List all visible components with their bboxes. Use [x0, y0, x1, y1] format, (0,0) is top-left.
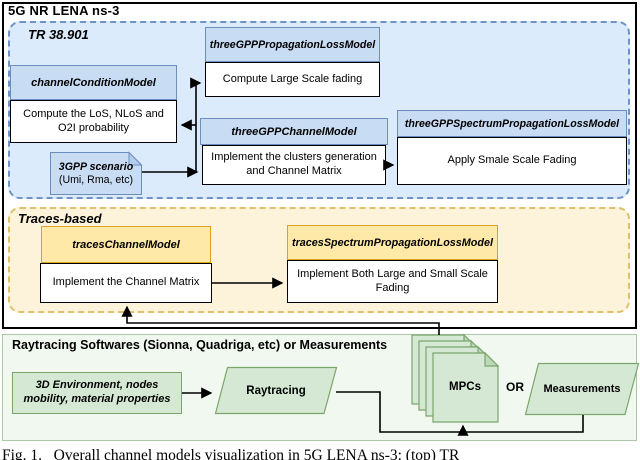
tr38901-title: TR 38.901: [28, 27, 89, 42]
channel-condition-model-header: channelConditionModel: [10, 65, 177, 100]
traces-channel-model-body: Implement the Channel Matrix: [40, 263, 212, 303]
threegpp-propagation-loss-body: Compute Large Scale fading: [205, 62, 380, 97]
mpcs-label: MPCs: [449, 381, 481, 393]
figure-title: 5G NR LENA ns-3: [8, 3, 120, 18]
raytracing-section-title: Raytracing Softwares (Sionna, Quadriga, …: [12, 338, 388, 352]
threegpp-spectrum-loss-body: Apply Smale Scale Fading: [397, 137, 627, 185]
environment-box: 3D Environment, nodes mobility, material…: [12, 372, 182, 414]
measurements-label: Measurements: [543, 383, 621, 395]
scenario-note-line2: (Umi, Rma, etc): [58, 173, 134, 186]
traces-spectrum-loss-body: Implement Both Large and Small Scale Fad…: [287, 260, 498, 303]
or-label: OR: [506, 380, 524, 394]
scenario-note-shape: [50, 151, 143, 195]
channel-condition-model-body: Compute the LoS, NLoS and O2I probabilit…: [10, 100, 177, 143]
scenario-note-label: 3GPP scenario (Umi, Rma, etc): [50, 152, 142, 195]
threegpp-spectrum-loss-header: threeGPPSpectrumPropagationLossModel: [397, 110, 627, 137]
raytracing-parallelogram: [214, 366, 338, 415]
scenario-note-line1: 3GPP scenario: [58, 160, 134, 173]
raytracing-label: Raytracing: [246, 384, 306, 397]
threegpp-propagation-loss-header: threeGPPPropagationLossModel: [205, 27, 380, 62]
threegpp-channel-model-header: threeGPPChannelModel: [200, 118, 388, 145]
figure-caption: Fig. 1. Overall channel models visualiza…: [2, 447, 460, 460]
traces-title: Traces-based: [18, 211, 102, 226]
traces-spectrum-loss-header: tracesSpectrumPropagationLossModel: [287, 225, 498, 260]
traces-channel-model-header: tracesChannelModel: [41, 226, 211, 263]
threegpp-channel-model-body: Implement the clusters generation and Ch…: [202, 145, 386, 185]
